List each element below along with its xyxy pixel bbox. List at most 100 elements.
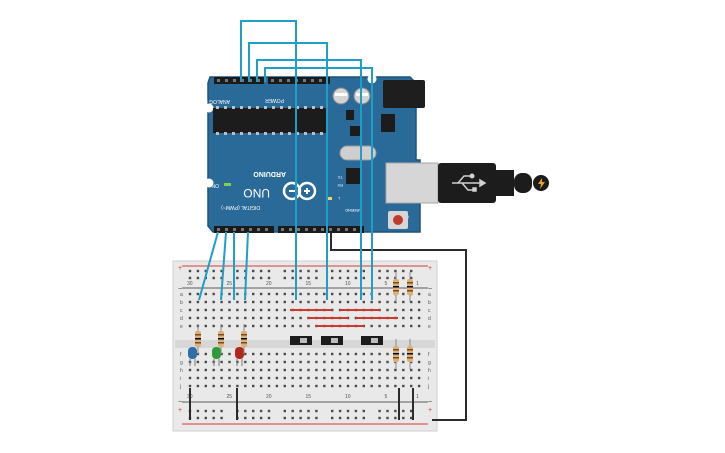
breadboard-hole[interactable]	[267, 324, 271, 328]
breadboard-hole[interactable]	[252, 360, 255, 364]
breadboard-hole[interactable]	[417, 360, 421, 364]
breadboard-hole[interactable]	[299, 324, 302, 328]
breadboard-hole[interactable]	[283, 368, 286, 372]
breadboard-hole[interactable]	[259, 308, 263, 312]
breadboard-hole[interactable]	[417, 368, 421, 372]
breadboard-hole[interactable]	[315, 409, 318, 413]
breadboard-hole[interactable]	[291, 300, 294, 304]
breadboard-hole[interactable]	[410, 300, 413, 304]
breadboard-hole[interactable]	[196, 416, 200, 420]
breadboard-hole[interactable]	[338, 384, 342, 388]
breadboard-hole[interactable]	[204, 316, 207, 320]
breadboard-hole[interactable]	[386, 409, 389, 413]
breadboard-hole[interactable]	[252, 376, 255, 380]
breadboard-hole[interactable]	[323, 368, 326, 372]
breadboard-hole[interactable]	[402, 292, 405, 296]
breadboard-hole[interactable]	[188, 269, 192, 273]
breadboard-hole[interactable]	[307, 300, 310, 304]
breadboard-hole[interactable]	[315, 368, 318, 372]
breadboard-hole[interactable]	[307, 324, 310, 328]
breadboard-hole[interactable]	[315, 416, 318, 420]
breadboard-hole[interactable]	[386, 368, 389, 372]
breadboard-hole[interactable]	[212, 269, 215, 273]
breadboard-hole[interactable]	[291, 324, 294, 328]
breadboard-hole[interactable]	[410, 324, 413, 328]
breadboard-hole[interactable]	[220, 352, 223, 356]
breadboard-hole[interactable]	[402, 360, 405, 364]
breadboard-hole[interactable]	[204, 384, 207, 388]
breadboard-hole[interactable]	[307, 292, 310, 296]
breadboard-hole[interactable]	[259, 276, 263, 280]
breadboard-hole[interactable]	[331, 300, 334, 304]
breadboard-hole[interactable]	[196, 368, 200, 372]
breadboard-hole[interactable]	[315, 292, 318, 296]
breadboard-hole[interactable]	[259, 324, 263, 328]
breadboard-hole[interactable]	[196, 269, 200, 273]
breadboard-hole[interactable]	[410, 316, 413, 320]
breadboard-hole[interactable]	[220, 416, 223, 420]
breadboard-hole[interactable]	[259, 409, 263, 413]
breadboard-hole[interactable]	[299, 376, 302, 380]
breadboard-hole[interactable]	[267, 269, 271, 273]
breadboard-hole[interactable]	[338, 292, 342, 296]
breadboard-hole[interactable]	[204, 269, 207, 273]
breadboard-hole[interactable]	[378, 409, 381, 413]
breadboard-hole[interactable]	[378, 384, 381, 388]
breadboard-hole[interactable]	[362, 376, 365, 380]
breadboard-hole[interactable]	[259, 416, 263, 420]
breadboard-hole[interactable]	[394, 409, 397, 413]
breadboard-hole[interactable]	[402, 384, 405, 388]
breadboard-hole[interactable]	[338, 368, 342, 372]
breadboard-hole[interactable]	[417, 324, 421, 328]
breadboard-hole[interactable]	[220, 269, 223, 273]
breadboard-hole[interactable]	[378, 300, 381, 304]
breadboard-hole[interactable]	[307, 416, 310, 420]
breadboard-hole[interactable]	[331, 360, 334, 364]
breadboard-hole[interactable]	[259, 269, 263, 273]
breadboard-hole[interactable]	[354, 292, 358, 296]
breadboard-hole[interactable]	[275, 360, 279, 364]
breadboard-hole[interactable]	[402, 376, 405, 380]
breadboard-hole[interactable]	[417, 292, 421, 296]
breadboard-hole[interactable]	[220, 316, 223, 320]
breadboard-hole[interactable]	[252, 324, 255, 328]
breadboard-hole[interactable]	[252, 308, 255, 312]
breadboard-hole[interactable]	[228, 376, 231, 380]
breadboard-hole[interactable]	[196, 316, 200, 320]
breadboard-hole[interactable]	[236, 269, 239, 273]
breadboard-hole[interactable]	[362, 409, 365, 413]
breadboard-hole[interactable]	[315, 384, 318, 388]
breadboard-hole[interactable]	[410, 384, 413, 388]
breadboard-hole[interactable]	[244, 316, 247, 320]
breadboard-hole[interactable]	[212, 276, 215, 280]
breadboard-hole[interactable]	[307, 360, 310, 364]
breadboard-hole[interactable]	[402, 368, 405, 372]
breadboard-hole[interactable]	[204, 409, 207, 413]
breadboard-hole[interactable]	[291, 384, 294, 388]
breadboard-hole[interactable]	[204, 352, 207, 356]
breadboard-hole[interactable]	[402, 300, 405, 304]
breadboard-hole[interactable]	[244, 360, 247, 364]
breadboard-hole[interactable]	[196, 292, 200, 296]
breadboard-hole[interactable]	[204, 360, 207, 364]
breadboard-hole[interactable]	[283, 308, 286, 312]
breadboard-hole[interactable]	[354, 409, 358, 413]
breadboard-hole[interactable]	[307, 376, 310, 380]
breadboard-hole[interactable]	[299, 384, 302, 388]
breadboard-hole[interactable]	[394, 300, 397, 304]
breadboard-hole[interactable]	[228, 300, 231, 304]
blue-led[interactable]	[188, 347, 197, 366]
breadboard-hole[interactable]	[275, 324, 279, 328]
breadboard-hole[interactable]	[331, 416, 334, 420]
breadboard-hole[interactable]	[259, 352, 263, 356]
breadboard-hole[interactable]	[267, 368, 271, 372]
breadboard-hole[interactable]	[331, 409, 334, 413]
breadboard-hole[interactable]	[299, 292, 302, 296]
breadboard-hole[interactable]	[204, 376, 207, 380]
breadboard-hole[interactable]	[228, 360, 231, 364]
breadboard-hole[interactable]	[331, 352, 334, 356]
breadboard-hole[interactable]	[252, 409, 255, 413]
breadboard-hole[interactable]	[267, 384, 271, 388]
breadboard-hole[interactable]	[299, 416, 302, 420]
breadboard-hole[interactable]	[354, 300, 358, 304]
